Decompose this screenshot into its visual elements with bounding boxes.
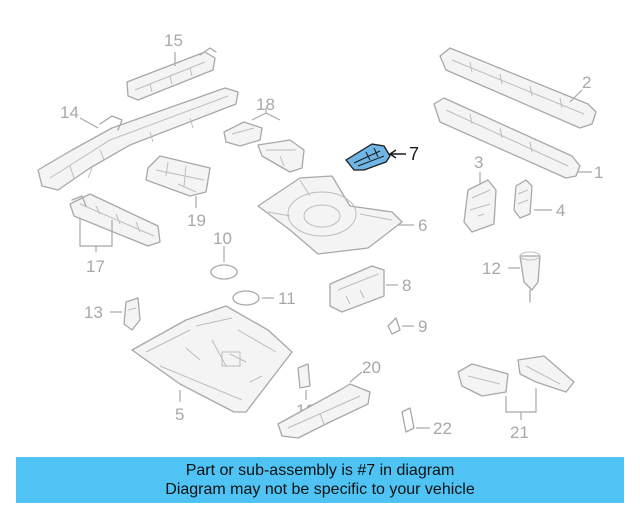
callout-20: 20	[362, 358, 381, 377]
part-18[interactable]	[223, 121, 305, 173]
callout-8: 8	[402, 276, 411, 295]
part-12[interactable]	[519, 251, 541, 303]
callout-22: 22	[433, 419, 452, 438]
part-17[interactable]	[69, 193, 161, 247]
callout-5: 5	[175, 405, 184, 424]
part-1[interactable]	[433, 97, 581, 179]
part-4[interactable]	[513, 179, 533, 219]
callout-13: 13	[84, 303, 103, 322]
leader-2	[569, 89, 583, 103]
callout-18: 18	[256, 95, 275, 114]
callout-4: 4	[556, 201, 565, 220]
callout-1: 1	[594, 163, 603, 182]
callout-10: 10	[213, 229, 232, 248]
part-7[interactable]	[345, 143, 391, 171]
callout-12: 12	[482, 259, 501, 278]
part-16[interactable]	[297, 363, 311, 389]
callout-17: 17	[86, 257, 105, 276]
leader-21	[505, 388, 537, 420]
callout-9: 9	[418, 317, 427, 336]
part-2[interactable]	[439, 47, 597, 129]
part-10[interactable]	[210, 264, 238, 280]
parts-diagram: 15 14 18 19 17 6 7	[37, 31, 603, 442]
part-8[interactable]	[329, 265, 385, 313]
banner-line-2: Diagram may not be specific to your vehi…	[165, 481, 475, 498]
part-15[interactable]	[126, 47, 217, 101]
leader-18	[251, 108, 281, 121]
callout-2: 2	[582, 73, 591, 92]
callout-3: 3	[474, 153, 483, 172]
part-20[interactable]	[277, 383, 371, 439]
part-19[interactable]	[145, 155, 211, 197]
part-21[interactable]	[457, 355, 575, 397]
callout-11: 11	[278, 289, 296, 308]
callout-14: 14	[60, 103, 79, 122]
callout-19: 19	[187, 211, 206, 230]
part-3[interactable]	[463, 179, 497, 233]
leader-17	[79, 218, 113, 252]
banner-line-1: Part or sub-assembly is #7 in diagram	[185, 462, 455, 479]
leader-7	[388, 149, 406, 159]
callout-7: 7	[409, 144, 419, 164]
leader-14	[79, 117, 99, 129]
part-14[interactable]	[37, 87, 239, 191]
callout-21: 21	[510, 423, 529, 442]
part-11[interactable]	[232, 290, 260, 306]
callout-15: 15	[164, 31, 183, 50]
part-13[interactable]	[123, 297, 141, 331]
info-banner: Part or sub-assembly is #7 in diagram Di…	[16, 457, 624, 503]
callout-6: 6	[418, 216, 427, 235]
leader-20	[349, 371, 363, 383]
part-6[interactable]	[257, 175, 403, 255]
part-22[interactable]	[401, 407, 415, 433]
part-9[interactable]	[387, 317, 401, 335]
part-5[interactable]	[131, 305, 293, 413]
